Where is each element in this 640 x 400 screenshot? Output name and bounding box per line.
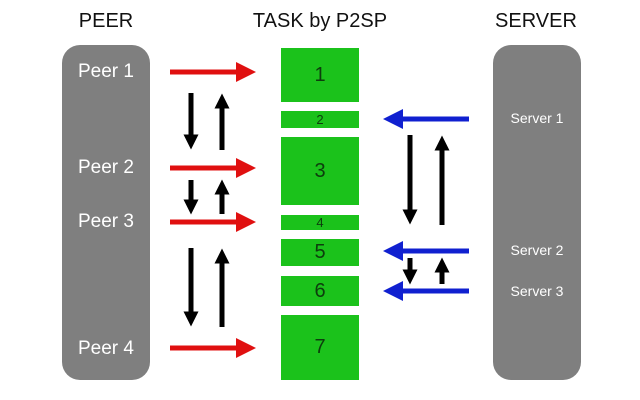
task-block-4: 4 — [281, 215, 359, 230]
server-panel: Server 1 Server 2 Server 3 — [493, 45, 581, 380]
peer-1-label: Peer 1 — [78, 61, 134, 82]
task-block-7: 7 — [281, 315, 359, 380]
server-2-label: Server 2 — [510, 242, 564, 258]
peer-2-label: Peer 2 — [78, 157, 134, 178]
task-title: TASK by P2SP — [252, 10, 388, 32]
server-1-label: Server 1 — [510, 110, 564, 126]
task-block-6: 6 — [281, 276, 359, 306]
task-block-3: 3 — [281, 137, 359, 205]
peer-3-label: Peer 3 — [78, 211, 134, 232]
peer-4-label: Peer 4 — [78, 338, 134, 359]
peer-title: PEER — [78, 10, 134, 32]
peer-panel: Peer 1 Peer 2 Peer 3 Peer 4 — [62, 45, 150, 380]
task-block-1: 1 — [281, 48, 359, 102]
server-title: SERVER — [495, 10, 577, 32]
task-block-2: 2 — [281, 111, 359, 128]
server-3-label: Server 3 — [510, 283, 564, 299]
task-block-5: 5 — [281, 239, 359, 266]
